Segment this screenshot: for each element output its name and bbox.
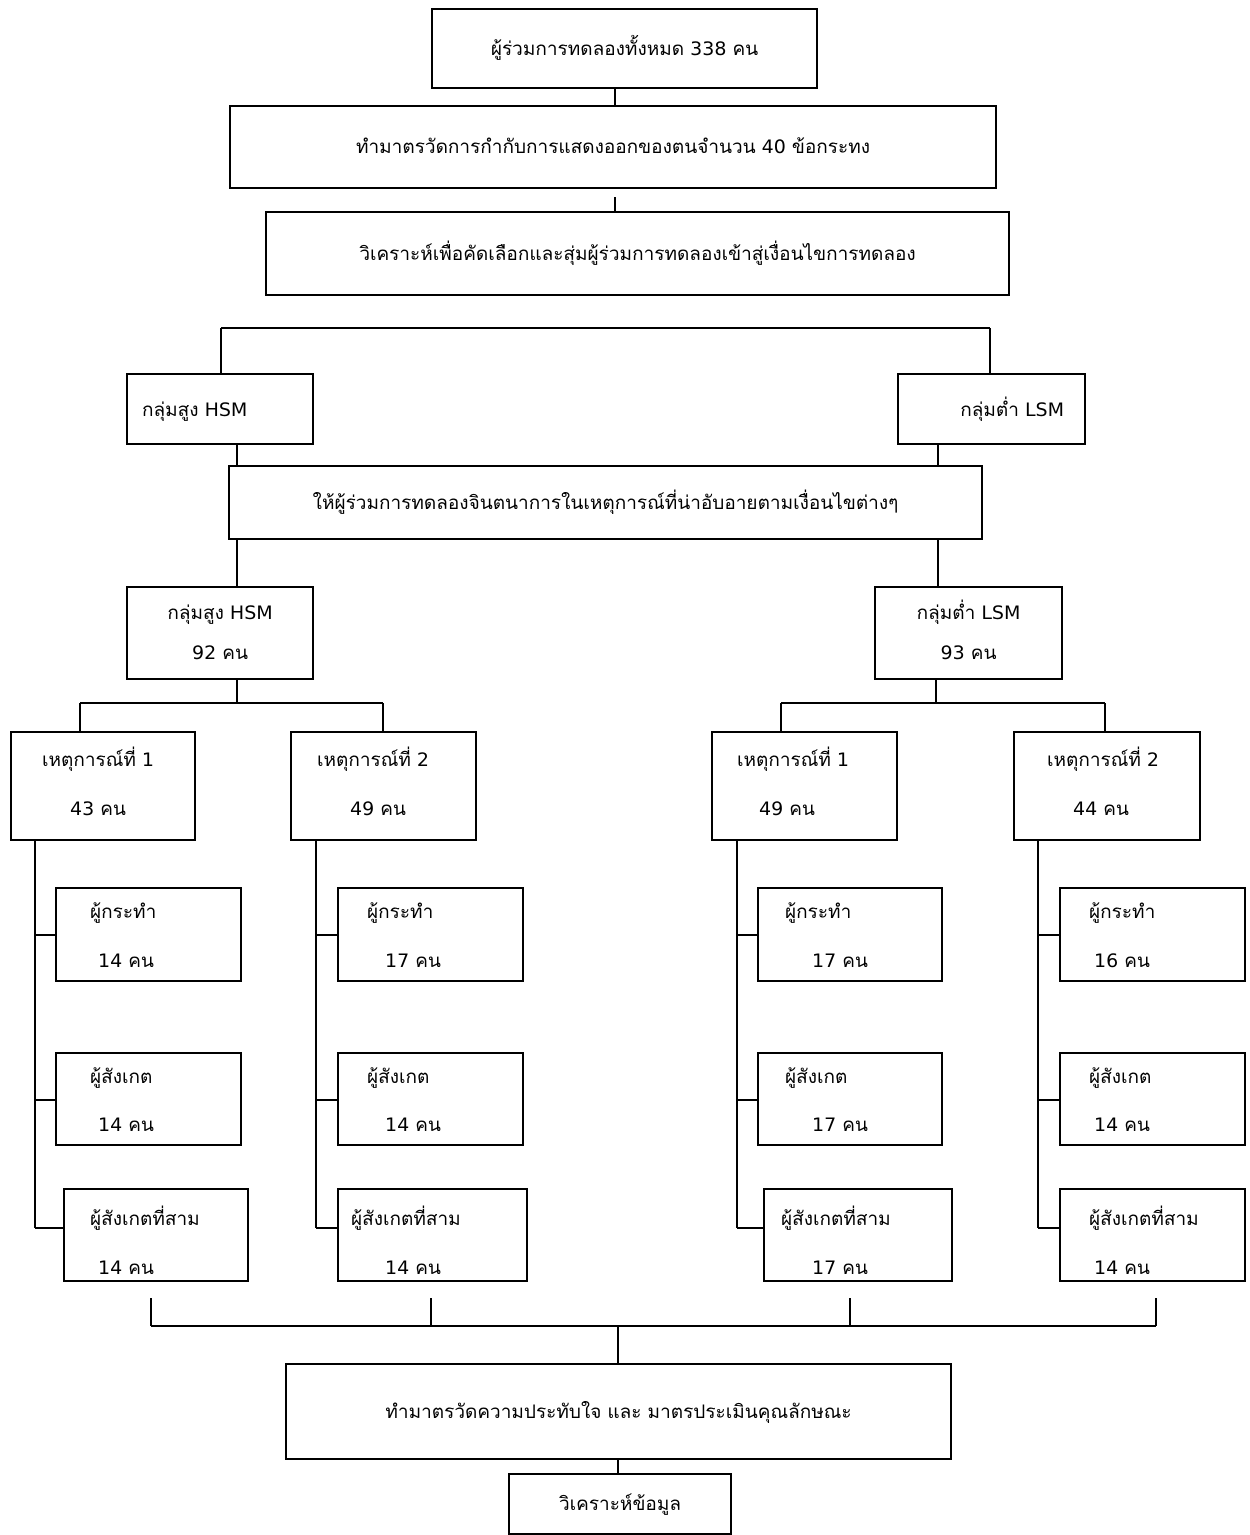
event-box: เหตุการณ์ที่ 1 49 คน xyxy=(711,731,898,841)
event-label: เหตุการณ์ที่ 1 xyxy=(737,749,850,771)
role-box: ผู้สังเกต 14 คน xyxy=(55,1052,242,1146)
role-count: 17 คน xyxy=(385,950,441,972)
imagination-task-text: ให้ผู้ร่วมการทดลองจินตนาการในเหตุการณ์ที… xyxy=(312,491,899,514)
lsm-sample-box: กลุ่มต่ำ LSM 93 คน xyxy=(874,586,1063,680)
role-box: ผู้สังเกตที่สาม 14 คน xyxy=(337,1188,528,1282)
role-label: ผู้สังเกตที่สาม xyxy=(351,1208,461,1230)
role-count: 14 คน xyxy=(1094,1114,1150,1136)
hsm-group-text: กลุ่มสูง HSM xyxy=(142,399,248,421)
role-count: 14 คน xyxy=(98,1257,154,1279)
event-label: เหตุการณ์ที่ 1 xyxy=(42,749,155,771)
role-count: 14 คน xyxy=(98,1114,154,1136)
role-box: ผู้สังเกตที่สาม 14 คน xyxy=(1059,1188,1246,1282)
event-count: 49 คน xyxy=(759,798,815,820)
event-label: เหตุการณ์ที่ 2 xyxy=(317,749,430,771)
selection-analysis-text: วิเคราะห์เพื่อคัดเลือกและสุ่มผู้ร่วมการท… xyxy=(359,242,916,265)
role-label: ผู้สังเกตที่สาม xyxy=(781,1208,891,1230)
lsm-group-text: กลุ่มต่ำ LSM xyxy=(960,399,1064,421)
role-count: 14 คน xyxy=(1094,1257,1150,1279)
role-box: ผู้กระทำ 16 คน xyxy=(1059,887,1246,982)
lsm-group-box: กลุ่มต่ำ LSM xyxy=(897,373,1086,445)
role-count: 14 คน xyxy=(385,1257,441,1279)
event-box: เหตุการณ์ที่ 2 49 คน xyxy=(290,731,477,841)
role-box: ผู้สังเกตที่สาม 14 คน xyxy=(63,1188,249,1282)
role-count: 14 คน xyxy=(98,950,154,972)
role-box: ผู้กระทำ 17 คน xyxy=(757,887,943,982)
hsm-sample-label: กลุ่มสูง HSM xyxy=(167,602,273,624)
role-count: 17 คน xyxy=(812,950,868,972)
imagination-task-box: ให้ผู้ร่วมการทดลองจินตนาการในเหตุการณ์ที… xyxy=(228,465,983,540)
role-count: 17 คน xyxy=(812,1257,868,1279)
event-count: 44 คน xyxy=(1073,798,1129,820)
role-label: ผู้สังเกต xyxy=(90,1066,153,1088)
event-label: เหตุการณ์ที่ 2 xyxy=(1047,749,1160,771)
event-box: เหตุการณ์ที่ 1 43 คน xyxy=(10,731,196,841)
lsm-sample-label: กลุ่มต่ำ LSM xyxy=(916,602,1021,624)
impression-measure-text: ทำมาตรวัดความประทับใจ และ มาตรประเมินคุณ… xyxy=(385,1400,852,1423)
hsm-sample-box: กลุ่มสูง HSM 92 คน xyxy=(126,586,314,680)
role-box: ผู้สังเกตที่สาม 17 คน xyxy=(763,1188,953,1282)
self-monitoring-measure-box: ทำมาตรวัดการกำกับการแสดงออกของตนจำนวน 40… xyxy=(229,105,997,189)
total-participants-text: ผู้ร่วมการทดลองทั้งหมด 338 คน xyxy=(490,37,759,60)
total-participants-box: ผู้ร่วมการทดลองทั้งหมด 338 คน xyxy=(431,8,818,89)
role-label: ผู้สังเกตที่สาม xyxy=(1089,1208,1199,1230)
hsm-group-box: กลุ่มสูง HSM xyxy=(126,373,314,445)
role-label: ผู้สังเกตที่สาม xyxy=(90,1208,200,1230)
data-analysis-box: วิเคราะห์ข้อมูล xyxy=(508,1473,732,1535)
role-box: ผู้กระทำ 17 คน xyxy=(337,887,524,982)
role-count: 16 คน xyxy=(1094,950,1150,972)
impression-measure-box: ทำมาตรวัดความประทับใจ และ มาตรประเมินคุณ… xyxy=(285,1363,952,1460)
event-box: เหตุการณ์ที่ 2 44 คน xyxy=(1013,731,1201,841)
hsm-sample-count: 92 คน xyxy=(192,642,248,664)
self-monitoring-measure-text: ทำมาตรวัดการกำกับการแสดงออกของตนจำนวน 40… xyxy=(355,136,871,158)
data-analysis-text: วิเคราะห์ข้อมูล xyxy=(558,1493,682,1515)
role-box: ผู้กระทำ 14 คน xyxy=(55,887,242,982)
role-label: ผู้กระทำ xyxy=(367,901,434,923)
role-label: ผู้กระทำ xyxy=(90,901,157,923)
event-count: 49 คน xyxy=(350,798,406,820)
role-label: ผู้สังเกต xyxy=(367,1066,430,1088)
role-box: ผู้สังเกต 17 คน xyxy=(757,1052,943,1146)
selection-analysis-box: วิเคราะห์เพื่อคัดเลือกและสุ่มผู้ร่วมการท… xyxy=(265,211,1010,296)
role-count: 17 คน xyxy=(812,1114,868,1136)
event-count: 43 คน xyxy=(70,798,126,820)
role-label: ผู้กระทำ xyxy=(1089,901,1156,923)
role-label: ผู้สังเกต xyxy=(785,1066,848,1088)
role-box: ผู้สังเกต 14 คน xyxy=(337,1052,524,1146)
role-label: ผู้กระทำ xyxy=(785,901,852,923)
role-label: ผู้สังเกต xyxy=(1089,1066,1152,1088)
role-box: ผู้สังเกต 14 คน xyxy=(1059,1052,1246,1146)
role-count: 14 คน xyxy=(385,1114,441,1136)
lsm-sample-count: 93 คน xyxy=(940,642,997,664)
